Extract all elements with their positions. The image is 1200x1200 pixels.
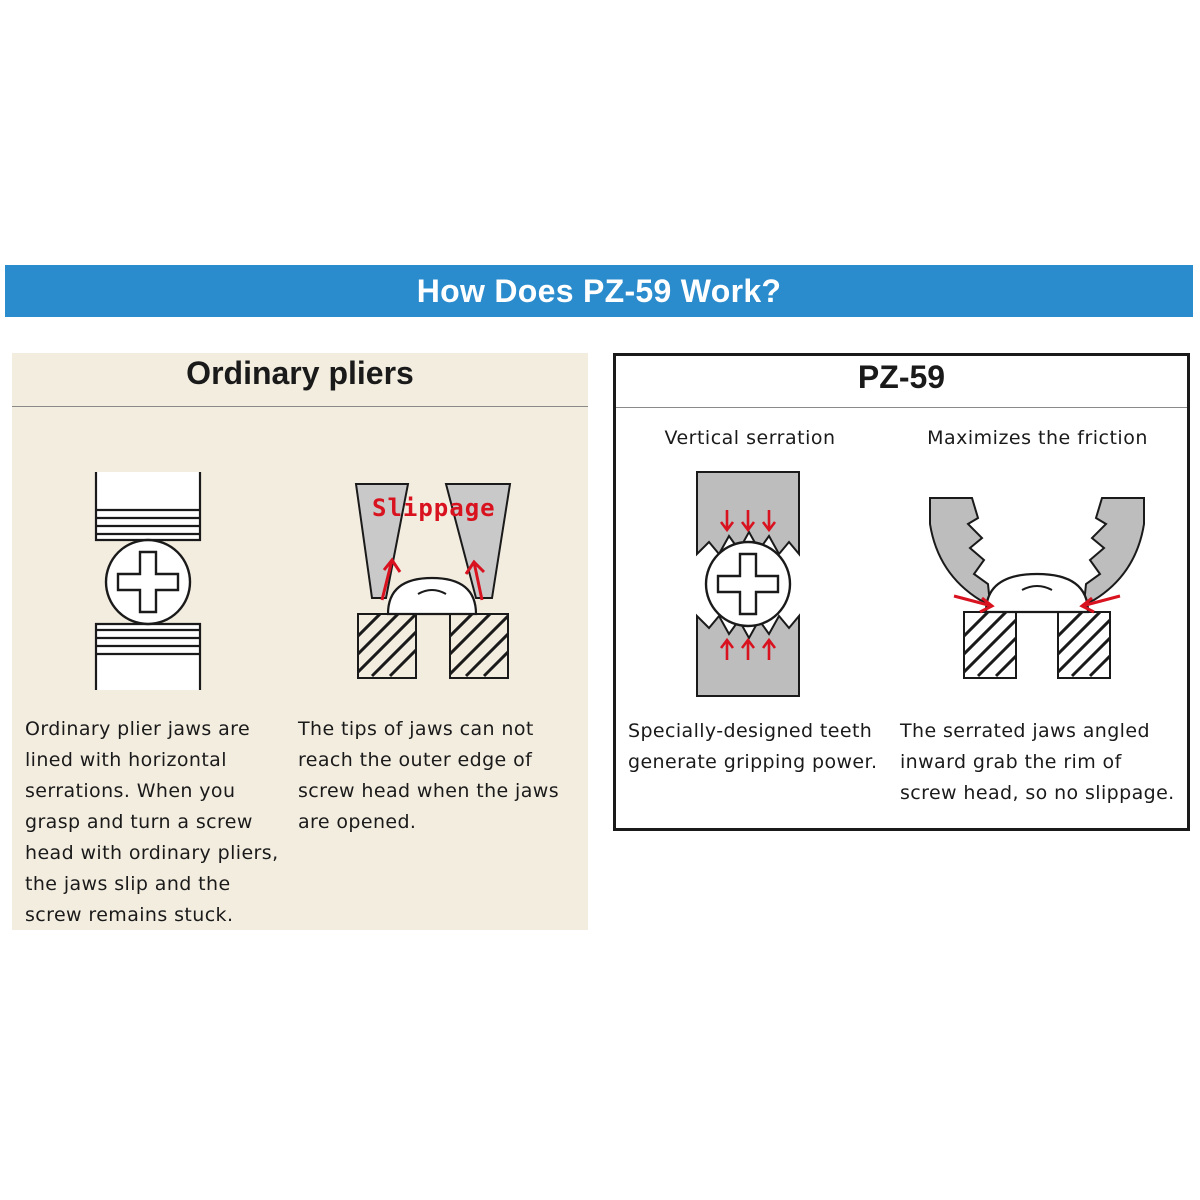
maximizes-friction-label: Maximizes the friction <box>927 427 1148 449</box>
ordinary-pliers-title: Ordinary pliers <box>186 355 414 391</box>
pz59-desc-2: The serrated jaws angled inward grab the… <box>900 720 1175 804</box>
ordinary-desc-1: Ordinary plier jaws are lined with horiz… <box>25 718 279 926</box>
slippage-label: Slippage <box>372 494 496 522</box>
ordinary-desc-2: The tips of jaws can not reach the outer… <box>298 718 560 833</box>
pz59-desc-1: Specially-designed teeth generate grippi… <box>628 720 878 773</box>
horizontal-serration-diagram <box>94 472 202 690</box>
vertical-serration-label: Vertical serration <box>664 427 836 449</box>
divider <box>12 406 588 407</box>
slippage-diagram <box>354 483 512 679</box>
slip-arrow-left <box>380 557 402 601</box>
title-banner: How Does PZ-59 Work? <box>5 265 1193 317</box>
pz59-title: PZ-59 <box>857 359 946 395</box>
angled-jaws-diagram <box>929 497 1145 679</box>
vertical-serration-diagram <box>696 471 800 697</box>
banner-title: How Does PZ-59 Work? <box>416 272 782 309</box>
divider <box>616 407 1187 408</box>
grip-arrow-left <box>953 594 995 614</box>
slip-arrow-right <box>464 559 486 601</box>
grip-arrow-right <box>1079 594 1121 614</box>
